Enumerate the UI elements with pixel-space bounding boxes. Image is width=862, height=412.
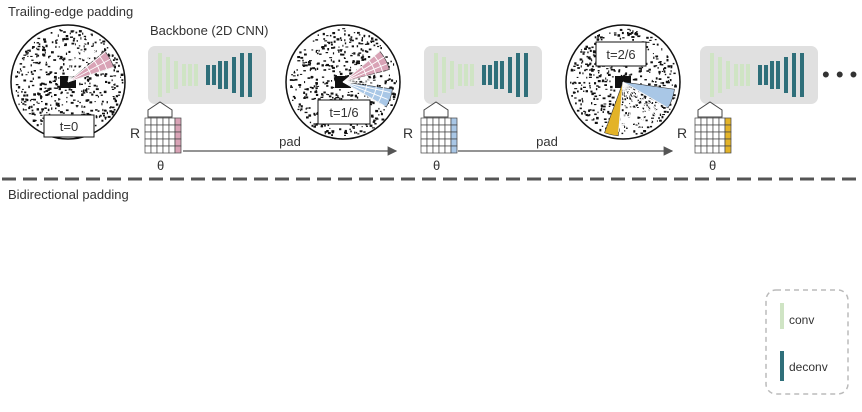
axis-theta: θ — [433, 158, 440, 173]
backbone-block — [700, 46, 818, 104]
axis-r: R — [403, 125, 413, 141]
backbone-block — [148, 46, 266, 104]
conv-layer — [166, 57, 170, 93]
conv-layer — [174, 61, 178, 89]
polar-grid-t0 — [144, 117, 182, 154]
encoder-connector — [423, 101, 449, 118]
deconv-layer — [508, 57, 512, 93]
deconv-layer — [500, 61, 504, 89]
legend: conv deconv — [765, 289, 849, 395]
backbone-block — [424, 46, 542, 104]
conv-layer — [740, 64, 744, 86]
conv-layer — [434, 53, 438, 97]
pad-label-1: pad — [279, 134, 301, 149]
conv-layer — [194, 64, 198, 86]
encoder-connector — [697, 101, 723, 118]
lidar-scan-t2 — [565, 24, 681, 140]
deconv-layer — [218, 61, 222, 89]
continuation-dots: • • • — [822, 62, 857, 87]
deconv-layer — [248, 53, 252, 97]
backbone-label: Backbone (2D CNN) — [150, 23, 269, 38]
deconv-layer — [206, 65, 210, 85]
conv-layer — [182, 64, 186, 86]
time-badge-bg — [595, 41, 647, 67]
polar-grid-t2 — [694, 117, 732, 154]
time-label-t0: t=0 — [60, 119, 78, 134]
deconv-layer — [482, 65, 486, 85]
deconv-layer — [488, 65, 492, 85]
pad-label-2: pad — [536, 134, 558, 149]
axis-theta: θ — [157, 158, 164, 173]
deconv-layer — [758, 65, 762, 85]
deconv-layer — [232, 57, 236, 93]
deconv-layer — [800, 53, 804, 97]
sector-blue — [342, 81, 393, 108]
conv-layer — [710, 53, 714, 97]
section-bottom-label: Bidirectional padding — [8, 187, 129, 202]
time-badge-bg — [43, 114, 95, 138]
conv-layer — [158, 53, 162, 97]
deconv-layer — [792, 53, 796, 97]
time-label-t1: t=1/6 — [329, 105, 358, 120]
deconv-layer — [770, 61, 774, 89]
axis-r: R — [130, 125, 140, 141]
deconv-layer — [224, 61, 228, 89]
deconv-layer — [776, 61, 780, 89]
legend-label-deconv: deconv — [789, 360, 828, 374]
conv-layer — [470, 64, 474, 86]
deconv-layer — [764, 65, 768, 85]
polar-grid-t1 — [420, 117, 458, 154]
conv-layer — [450, 61, 454, 89]
sector-yellow — [604, 81, 624, 137]
deconv-layer — [516, 53, 520, 97]
sector-blue — [622, 81, 675, 109]
conv-layer — [746, 64, 750, 86]
encoder-connector — [147, 101, 173, 118]
conv-layer — [718, 57, 722, 93]
conv-layer — [734, 64, 738, 86]
deconv-layer — [524, 53, 528, 97]
legend-label-conv: conv — [789, 313, 814, 327]
section-top-label: Trailing-edge padding — [8, 4, 133, 19]
conv-layer — [442, 57, 446, 93]
sector-grid-lines — [618, 81, 667, 132]
legend-swatch-conv — [780, 303, 784, 329]
lidar-scan-t1 — [285, 24, 401, 140]
conv-layer — [188, 64, 192, 86]
conv-layer — [464, 64, 468, 86]
sector-grid-lines — [342, 50, 391, 107]
conv-layer — [458, 64, 462, 86]
sector-pink — [67, 50, 115, 83]
time-badge-bg — [317, 99, 371, 125]
axis-theta: θ — [709, 158, 716, 173]
axis-r: R — [677, 125, 687, 141]
deconv-layer — [240, 53, 244, 97]
deconv-layer — [212, 65, 216, 85]
deconv-layer — [494, 61, 498, 89]
conv-layer — [726, 61, 730, 89]
time-label-t2: t=2/6 — [606, 47, 635, 62]
deconv-layer — [784, 57, 788, 93]
sector-grid-lines — [67, 34, 114, 83]
legend-swatch-deconv — [780, 351, 784, 381]
